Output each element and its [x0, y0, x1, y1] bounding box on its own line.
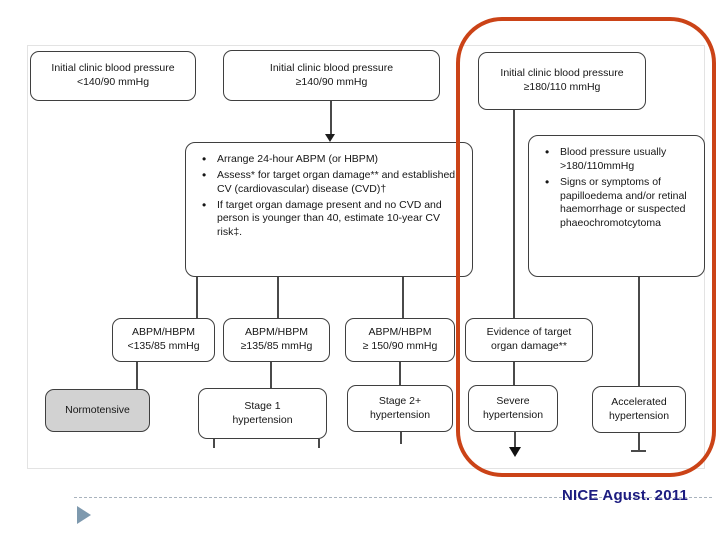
assessment-bullet-list: Arrange 24-hour ABPM (or HBPM) Assess* f…: [186, 143, 472, 248]
stage2-line2: hypertension: [369, 408, 431, 421]
abpm-low-box: ABPM/HBPM <135/85 mmHg: [112, 318, 215, 362]
initial-bp-high-line2: ≥180/110 mmHg: [523, 81, 601, 93]
stub-below-stage2: [400, 432, 402, 444]
stage1-line2: hypertension: [232, 413, 293, 426]
accelerated-box: Accelerated hypertension: [592, 386, 686, 433]
severe-box: Severe hypertension: [468, 385, 558, 432]
target-organ-box: Evidence of target organ damage**: [465, 318, 593, 362]
emergency-bullet-list: Blood pressure usually >180/110mmHg Sign…: [529, 136, 704, 239]
severe-line1: Severe: [496, 394, 530, 407]
emergency-bullet-2: Signs or symptoms of papilloedema and/or…: [543, 175, 694, 231]
abpm-mid-box: ABPM/HBPM ≥135/85 mmHg: [223, 318, 330, 362]
assessment-bullet-3: If target organ damage present and no CV…: [200, 198, 462, 241]
initial-bp-high-line1: Initial clinic blood pressure: [500, 67, 624, 80]
stub-below-stage1-left: [213, 439, 215, 448]
end-tick-below-accelerated: [631, 450, 646, 452]
abpm-mid-line2: ≥135/85 mmHg: [240, 340, 313, 352]
connector-abpm-high-to-stage2: [399, 362, 401, 385]
initial-bp-mid-line1: Initial clinic blood pressure: [269, 61, 394, 74]
abpm-low-line2: <135/85 mmHg: [127, 340, 200, 352]
initial-bp-mid-line2: ≥140/90 mmHg: [295, 75, 368, 88]
slide-bullet-arrow-icon: [77, 506, 91, 524]
assessment-box: Arrange 24-hour ABPM (or HBPM) Assess* f…: [185, 142, 473, 277]
target-organ-line1: Evidence of target: [486, 326, 572, 339]
connector-abpm-low-to-normotensive: [136, 362, 138, 389]
initial-bp-low-box: Initial clinic blood pressure <140/90 mm…: [30, 51, 196, 101]
arrowhead-below-severe: [509, 447, 521, 457]
connector-initial-high-to-target-organ: [513, 110, 515, 318]
assessment-bullet-2: Assess* for target organ damage** and es…: [200, 168, 462, 197]
connector-below-severe: [514, 432, 516, 448]
connector-abpm-mid-to-stage1: [270, 362, 272, 388]
stage2-box: Stage 2+ hypertension: [347, 385, 453, 432]
connector-assessment-to-abpm-mid: [277, 277, 279, 318]
abpm-high-box: ABPM/HBPM ≥ 150/90 mmHg: [345, 318, 455, 362]
connector-below-accelerated: [638, 433, 640, 450]
initial-bp-low-line2: <140/90 mmHg: [76, 76, 150, 88]
normotensive-box: Normotensive: [45, 389, 150, 432]
stage1-line1: Stage 1: [244, 399, 281, 412]
emergency-highlight-outline: [456, 17, 716, 477]
accelerated-line2: hypertension: [608, 409, 670, 422]
connector-initial-mid-to-assessment: [330, 101, 332, 135]
stage2-line1: Stage 2+: [378, 394, 422, 407]
abpm-high-line1: ABPM/HBPM: [368, 326, 432, 339]
abpm-high-line2: ≥ 150/90 mmHg: [362, 340, 438, 352]
connector-target-organ-to-severe: [513, 362, 515, 385]
initial-bp-mid-box: Initial clinic blood pressure ≥140/90 mm…: [223, 50, 440, 101]
severe-line2: hypertension: [482, 408, 544, 421]
target-organ-line2: organ damage**: [491, 340, 567, 352]
initial-bp-low-line1: Initial clinic blood pressure: [51, 62, 175, 75]
abpm-low-line1: ABPM/HBPM: [131, 326, 195, 339]
assessment-bullet-1: Arrange 24-hour ABPM (or HBPM): [200, 152, 462, 168]
emergency-signs-box: Blood pressure usually >180/110mmHg Sign…: [528, 135, 705, 277]
abpm-mid-line1: ABPM/HBPM: [244, 326, 308, 339]
footer-divider: [74, 497, 712, 498]
emergency-bullet-1: Blood pressure usually >180/110mmHg: [543, 145, 694, 174]
connector-assessment-to-abpm-high: [402, 277, 404, 318]
citation-text: NICE Agust. 2011: [561, 487, 688, 504]
arrowhead-assessment: [325, 134, 335, 142]
normotensive-label: Normotensive: [65, 403, 130, 416]
accelerated-line1: Accelerated: [611, 395, 667, 408]
connector-assessment-to-abpm-low: [196, 277, 198, 318]
stub-below-stage1-right: [318, 439, 320, 448]
connector-emergency-to-accelerated: [638, 277, 640, 386]
initial-bp-high-box: Initial clinic blood pressure ≥180/110 m…: [478, 52, 646, 110]
stage1-box: Stage 1 hypertension: [198, 388, 327, 439]
